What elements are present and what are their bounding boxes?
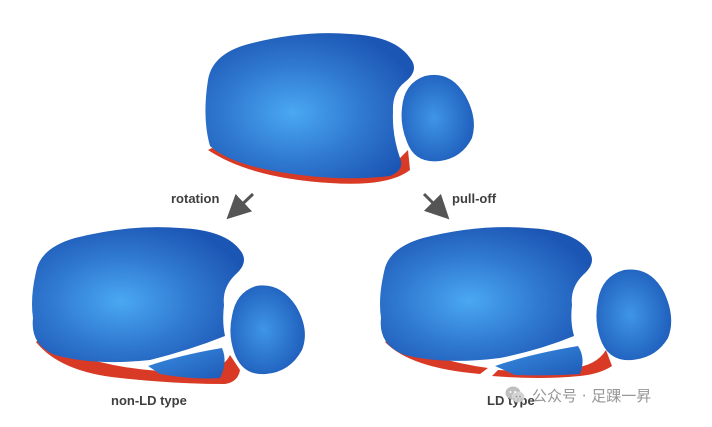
large-bone-intact [205, 33, 414, 179]
large-bone-non-ld [32, 227, 244, 363]
avulsed-fragment-ld [495, 346, 583, 376]
small-bone-non-ld [230, 285, 305, 375]
arrow-pull-off [422, 192, 450, 220]
large-bone-ld [380, 227, 592, 361]
avulsed-fragment-non-ld [148, 348, 225, 379]
rotation-label: rotation [171, 191, 220, 206]
small-bone-ld [596, 269, 672, 361]
ld-type-illustration [380, 227, 672, 378]
watermark: 公众号 · 足踝一昇 [504, 384, 651, 406]
pull-off-label: pull-off [452, 191, 497, 206]
ligament-ld [385, 338, 488, 374]
watermark-text: 公众号 · 足踝一昇 [532, 386, 652, 405]
non-ld-type-illustration [32, 227, 305, 384]
non-ld-type-label: non-LD type [111, 393, 187, 408]
wechat-logo-icon [505, 386, 525, 403]
arrow-rotation [226, 192, 255, 220]
small-bone-intact [401, 74, 474, 162]
intact-ankle-illustration [205, 33, 474, 184]
